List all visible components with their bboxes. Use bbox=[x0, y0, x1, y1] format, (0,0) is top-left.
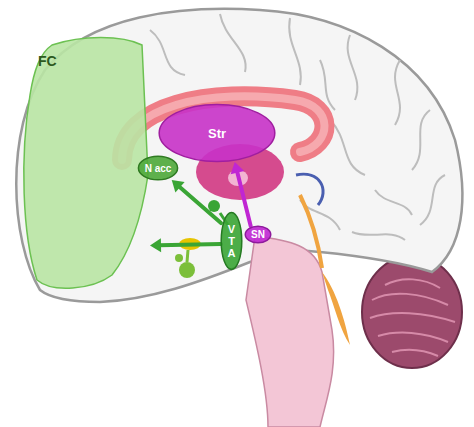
projection-arrow bbox=[178, 186, 221, 223]
ventral-tegmental-area-outline bbox=[221, 213, 242, 270]
pituitary-lobe bbox=[175, 254, 183, 262]
region-label: FC bbox=[38, 53, 57, 69]
projection-line bbox=[237, 171, 251, 226]
fourth-ventricle bbox=[322, 272, 350, 345]
frontal-cortex-region-outline bbox=[24, 38, 148, 289]
substantia-nigra-outline bbox=[245, 226, 270, 243]
region-label: N acc bbox=[145, 163, 172, 174]
cerebellum-folds bbox=[370, 279, 455, 356]
region-label: Str bbox=[208, 126, 226, 141]
cerebrum bbox=[16, 9, 462, 302]
arrow-head bbox=[172, 180, 185, 193]
region-label: SN bbox=[251, 229, 265, 240]
projection-line bbox=[178, 186, 221, 223]
frontal-cortex-region-shape bbox=[22, 35, 150, 293]
nucleus-accumbens-outline bbox=[138, 156, 177, 180]
striatal-target-dot bbox=[208, 200, 220, 212]
pituitary bbox=[179, 262, 195, 278]
cerebellum bbox=[362, 256, 462, 368]
striatum: Str bbox=[158, 104, 276, 162]
arrow-head bbox=[231, 162, 245, 174]
region-label: VTA bbox=[226, 223, 237, 259]
projection-arrow bbox=[159, 244, 221, 245]
frontal-cortex-region: FC bbox=[22, 35, 150, 293]
aqueduct bbox=[300, 195, 322, 268]
arrow-head bbox=[150, 238, 161, 252]
pineal bbox=[296, 174, 323, 205]
projection-arrow bbox=[237, 171, 251, 226]
nucleus-accumbens: N acc bbox=[138, 156, 178, 180]
ventral-tegmental-area: VTA bbox=[221, 212, 242, 270]
projection-line bbox=[159, 244, 221, 245]
striatum-outline bbox=[159, 105, 275, 162]
pituitary-stalk bbox=[187, 250, 188, 262]
substantia-nigra: SN bbox=[245, 226, 271, 243]
gyri bbox=[150, 14, 445, 240]
